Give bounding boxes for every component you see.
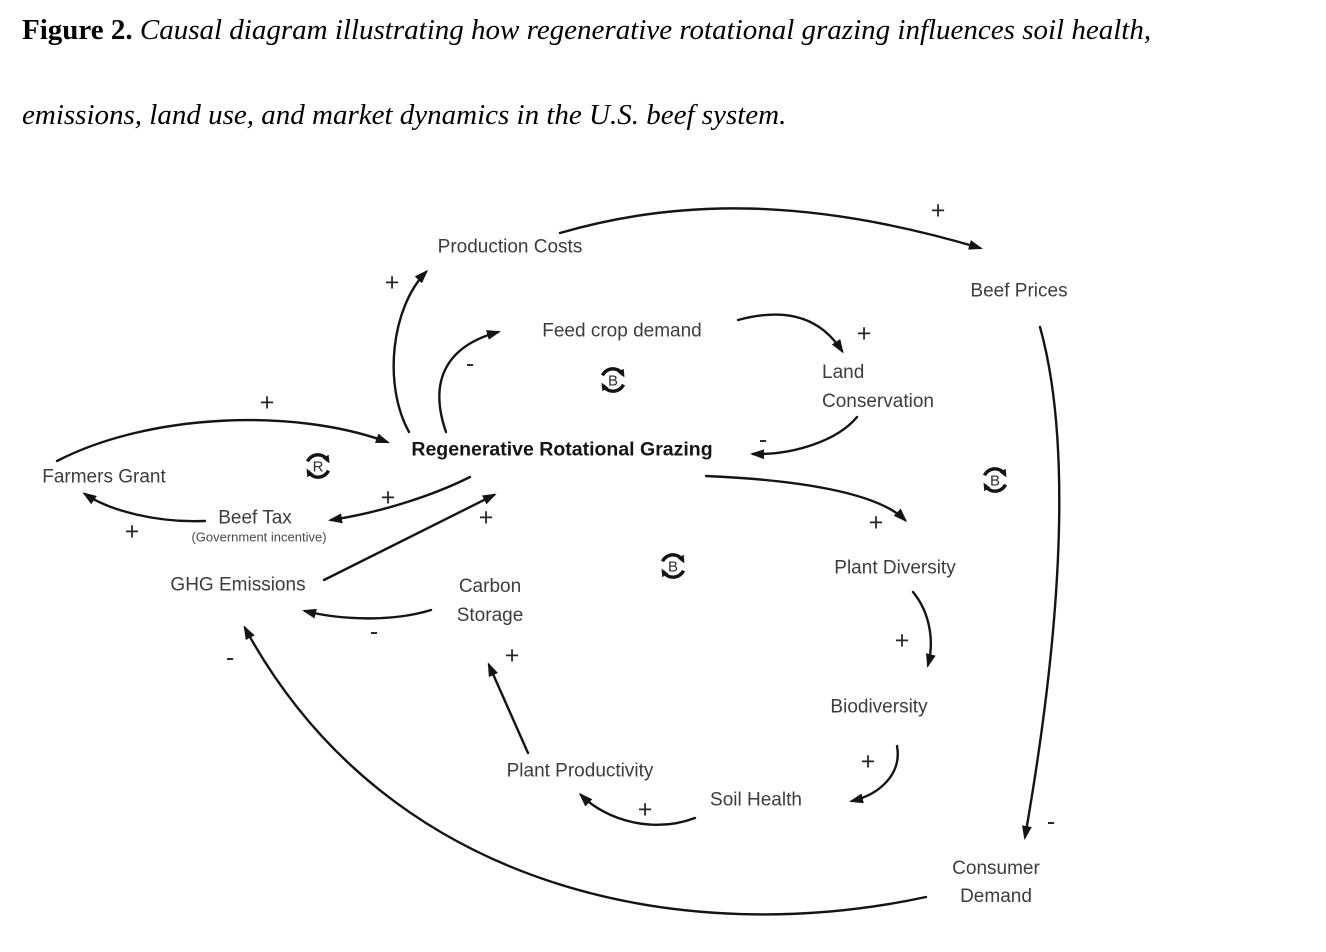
figure-caption-line-1: Figure 2. Causal diagram illustrating ho…	[22, 14, 1312, 47]
sign-land-conservation-to-rrg: -	[758, 425, 768, 454]
arrow-beef-tax-to-farmers-grant	[82, 492, 207, 523]
arrow-beef-prices-to-consumer-demand	[1021, 325, 1061, 840]
arrow-plant-diversity-to-biodiversity	[911, 590, 936, 668]
sign-ghg-emissions-to-rrg: +	[478, 503, 494, 532]
sign-carbon-storage-to-ghg-emissions: -	[369, 617, 379, 646]
node-plant-diversity: Plant Diversity	[834, 557, 956, 579]
sign-plant-diversity-to-biodiversity: +	[894, 626, 910, 655]
sign-rrg-to-plant-diversity: +	[868, 508, 884, 537]
node-beef-prices: Beef Prices	[970, 280, 1068, 302]
sign-feed-crop-demand-to-land-conservation: +	[856, 319, 872, 348]
sign-beef-prices-to-consumer-demand: -	[1046, 807, 1056, 836]
figure-caption-text-1: Causal diagram illustrating how regenera…	[132, 14, 1152, 46]
loop-marker-balancing-icon-3: B	[982, 467, 1008, 493]
figure-caption-line-2: emissions, land use, and market dynamics…	[22, 99, 787, 131]
node-regenerative-rotational-grazing: Regenerative Rotational Grazing	[411, 438, 713, 461]
arrow-feed-crop-demand-to-land-conservation	[736, 313, 844, 354]
node-land-conservation: Land Conservation	[822, 362, 934, 412]
arrow-land-conservation-to-rrg	[750, 415, 859, 460]
node-beef-tax: Beef Tax	[218, 507, 292, 529]
node-plant-productivity: Plant Productivity	[506, 760, 654, 782]
sign-farmers-grant-to-rrg: +	[259, 388, 275, 417]
loop-marker-balancing-icon-2: B	[660, 553, 686, 579]
sign-rrg-to-production-costs: +	[384, 268, 400, 297]
arrow-consumer-demand-to-ghg-emissions	[243, 625, 928, 916]
arrow-rrg-to-feed-crop-demand	[438, 330, 501, 434]
node-soil-health: Soil Health	[710, 789, 802, 811]
loop-letter-b2: B	[668, 559, 678, 576]
sign-consumer-demand-to-ghg-emissions: -	[225, 643, 235, 672]
arrow-soil-health-to-plant-productivity	[578, 792, 697, 826]
arrow-farmers-grant-to-rrg	[55, 418, 390, 463]
arrow-biodiversity-to-soil-health	[849, 744, 899, 804]
arrow-ghg-emissions-to-rrg	[322, 493, 497, 582]
sign-beef-tax-to-farmers-grant: +	[124, 517, 140, 546]
arrow-carbon-storage-to-ghg-emissions	[302, 608, 433, 620]
node-consumer-demand: Consumer Demand	[952, 858, 1040, 907]
loop-marker-balancing-icon-1: B	[600, 367, 626, 393]
node-ghg-emissions: GHG Emissions	[170, 574, 306, 596]
loop-letter-b1: B	[608, 373, 618, 390]
arrow-rrg-to-plant-diversity	[704, 474, 908, 523]
loop-letter-b3: B	[990, 473, 1000, 490]
sign-rrg-to-feed-crop-demand: -	[465, 349, 475, 378]
figure-caption-prefix: Figure 2.	[22, 14, 133, 46]
sign-plant-productivity-to-carbon-storage: +	[504, 641, 520, 670]
node-production-costs: Production Costs	[437, 236, 583, 258]
node-farmers-grant: Farmers Grant	[42, 466, 166, 488]
sign-soil-health-to-plant-productivity: +	[637, 795, 653, 824]
sign-production-costs-to-beef-prices: +	[930, 196, 946, 225]
arrow-production-costs-to-beef-prices	[558, 207, 983, 250]
node-carbon-storage: Carbon Storage	[456, 576, 524, 626]
arrow-plant-productivity-to-carbon-storage	[487, 662, 530, 755]
node-feed-crop-demand: Feed crop demand	[542, 320, 702, 342]
node-beef-tax-sublabel: (Government incentive)	[191, 529, 327, 545]
loop-letter-r: R	[313, 459, 324, 476]
arrow-rrg-to-production-costs	[392, 269, 429, 434]
node-biodiversity: Biodiversity	[830, 696, 928, 718]
sign-biodiversity-to-soil-health: +	[860, 747, 876, 776]
arrow-rrg-to-beef-tax	[328, 475, 472, 524]
sign-rrg-to-beef-tax: +	[380, 483, 396, 512]
loop-marker-reinforcing-icon: R	[305, 453, 331, 479]
